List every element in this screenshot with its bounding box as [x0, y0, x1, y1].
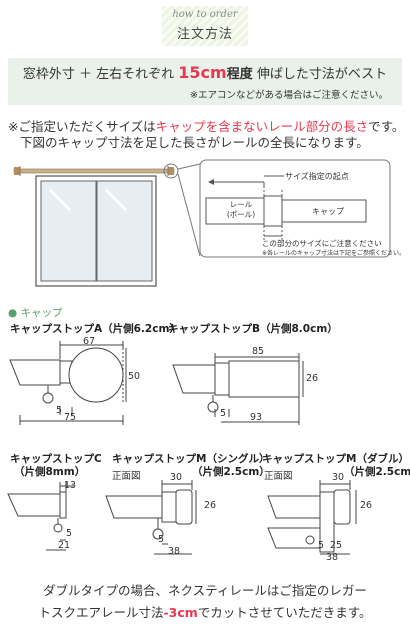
cap-ms-title-2: （片側2.5cm）: [192, 466, 270, 478]
cap-ms-dim-top: 30: [170, 472, 183, 483]
cap-ms-front: 正面図: [112, 471, 141, 482]
diagram-rail-label: レール(ポール): [226, 200, 256, 219]
cap-md-dim-top: 30: [332, 472, 345, 483]
cap-ms-dim-bottom: 38: [168, 546, 181, 557]
cap-c-dim-bottom: 21: [58, 540, 71, 551]
cap-md-dim-bottom: 38: [326, 552, 339, 563]
cap-b-dim-bottom: 93: [250, 412, 263, 423]
cap-b-dim-5: 5: [220, 408, 227, 419]
diagram-start-label: サイズ指定の起点: [285, 172, 349, 181]
diagram-cap-label: キャップ: [312, 207, 344, 216]
cap-b-dim-height: 26: [306, 373, 319, 384]
cap-ms-title-1: キャップストップM（シングル）: [112, 453, 270, 465]
cap-md-dim-height: 26: [360, 500, 373, 511]
cap-c-dim-5: 5: [66, 528, 73, 539]
bottom-line-1: ダブルタイプの場合、ネクスティレールはご指定のレガー: [43, 583, 367, 598]
diagram-callout-2: ※各レールのキャップ寸法は下記をご参照ください。: [262, 250, 406, 257]
cap-a-dim-height: 50: [128, 371, 141, 382]
cap-a-drawing: [9, 341, 127, 425]
cap-ms-drawing: [105, 480, 197, 555]
notice-line-1: ※ご指定いただくサイズはキャップを含まないレール部分の長さです。: [8, 119, 405, 134]
bottom-line-2: トスクエアレール寸法-3cmでカットさせていただきます。: [38, 605, 372, 620]
header-banner: [162, 6, 248, 46]
cap-md-title-2: （片側2.5cm）: [344, 466, 410, 478]
cap-md-front: 正面図: [264, 471, 293, 482]
cap-ms-dim-5: 5: [158, 534, 165, 545]
cap-b-drawing: [172, 353, 304, 425]
cap-c-title-1: キャップストップC: [10, 453, 102, 465]
cap-a-dim-5: 5: [56, 405, 63, 416]
formula-line: 窓枠外寸 ＋ 左右それぞれ 15cm程度 伸ばした寸法がベスト: [22, 63, 388, 82]
page-title: 注文方法: [176, 27, 233, 42]
cap-c-dim-top: 13: [64, 480, 77, 491]
section-title: ● キャップ: [8, 307, 63, 319]
header-script: how to order: [172, 9, 238, 20]
formula-box: [8, 58, 402, 105]
cap-c-title-2: （片側8mm）: [14, 466, 86, 478]
cap-a-dim-top: 67: [83, 336, 96, 347]
cap-md-dim-5: 5: [318, 540, 325, 551]
cap-md-dim-25: 25: [330, 540, 343, 551]
formula-note: ※エアコンなどがある場合はご注意ください。: [190, 90, 388, 101]
bottom-note: ダブルタイプの場合、ネクスティレールはご指定のレガー トスクエアレール寸法-3c…: [0, 580, 410, 624]
cap-md-drawing: [267, 480, 357, 555]
window-diagram: [13, 159, 391, 287]
diagram-callout-1: この部分のサイズにご注意ください: [262, 239, 382, 248]
cap-a-title: キャップストップA（片側6.2cm）: [10, 323, 180, 335]
cap-md-title-1: キャップストップM（ダブル）: [262, 453, 409, 465]
cap-b-title: キャップストップB（片側8.0cm）: [168, 323, 338, 335]
cap-b-dim-top: 85: [252, 346, 265, 357]
cap-c-drawing: [7, 482, 74, 551]
cap-a-dim-bottom: 75: [64, 412, 77, 423]
notice-line-2: 下図のキャップ寸法を足した長さがレールの全長になります。: [20, 135, 369, 150]
cap-ms-dim-height: 26: [204, 500, 217, 511]
